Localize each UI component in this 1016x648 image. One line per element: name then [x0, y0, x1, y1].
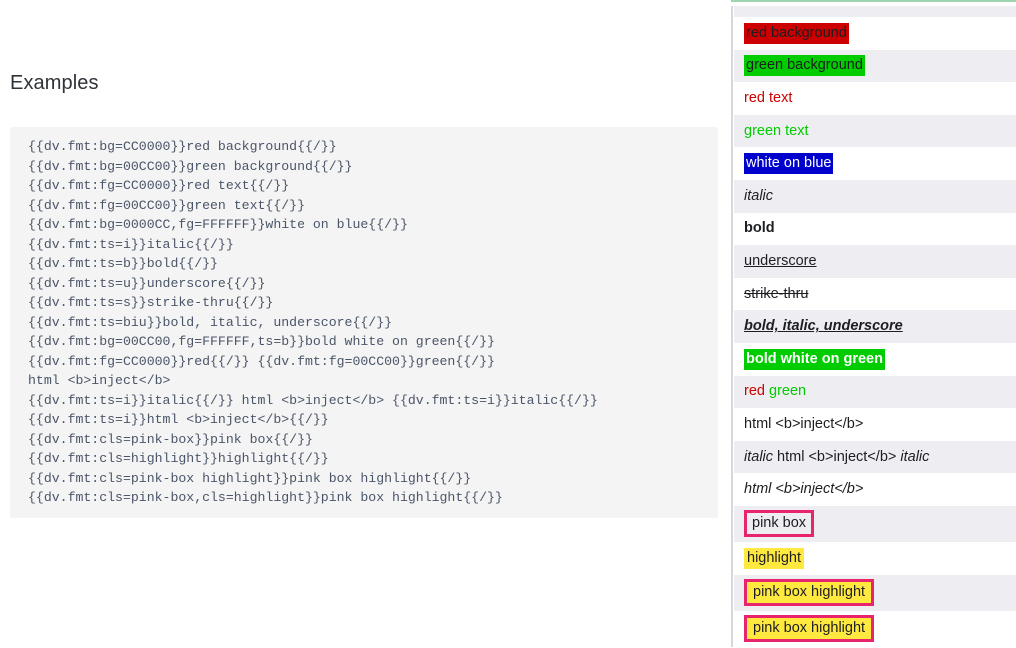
code-line: {{dv.fmt:ts=b}}bold{{/}} — [28, 256, 218, 271]
result-red-background: red background — [744, 22, 849, 44]
table-row: strike-thru — [734, 277, 1016, 311]
result-html-inject: html <b>inject</b> — [744, 416, 864, 432]
table-row: pink box highlight — [734, 574, 1016, 611]
result-white-on-blue: white on blue — [744, 153, 834, 175]
result-strike-thru: strike-thru — [744, 285, 809, 302]
table-row: html <b>inject</b> — [734, 473, 1016, 506]
table-row: red text — [734, 82, 1016, 115]
result-italic-html-inject: html <b>inject</b> — [744, 481, 864, 498]
code-line: {{dv.fmt:bg=CC0000}}red background{{/}} — [28, 139, 337, 154]
page-title: Examples — [10, 72, 99, 94]
code-line: {{dv.fmt:ts=s}}strike-thru{{/}} — [28, 295, 274, 310]
code-line: {{dv.fmt:cls=pink-box highlight}}pink bo… — [28, 470, 472, 486]
table-row: red green — [734, 375, 1016, 409]
code-line: {{dv.fmt:ts=i}}italic{{/}} — [28, 236, 234, 252]
panel-top-rule — [731, 0, 1016, 2]
result-green-background: green background — [744, 55, 865, 77]
code-line: {{dv.fmt:bg=0000CC,fg=FFFFFF}}white on b… — [28, 217, 408, 232]
table-row: italic — [734, 179, 1016, 213]
result-highlight: highlight — [744, 547, 805, 569]
examples-section: Examples {{dv.fmt:bg=CC0000}}red backgro… — [10, 72, 718, 518]
code-line: {{dv.fmt:ts=biu}}bold, italic, underscor… — [28, 314, 393, 330]
table-row: white on blue — [734, 147, 1016, 180]
table-row: bold — [734, 212, 1016, 246]
code-line: html <b>inject</b> — [28, 373, 171, 388]
code-line: {{dv.fmt:ts=i}}italic{{/}} html <b>injec… — [28, 392, 598, 408]
result-pink-box-highlight-comma: pink box highlight — [744, 615, 875, 642]
result-red-text: red text — [744, 90, 793, 107]
code-line: {{dv.fmt:cls=pink-box}}pink box{{/}} — [28, 431, 313, 447]
results-rows: red background green background red text… — [731, 6, 1016, 647]
result-italic-lead: italic — [744, 448, 774, 465]
table-row: green background — [734, 49, 1016, 83]
code-block: {{dv.fmt:bg=CC0000}}red background{{/}} … — [10, 127, 718, 518]
result-pink-box: pink box — [744, 510, 815, 538]
table-row-header — [734, 6, 1016, 17]
table-row: bold, italic, underscore — [734, 310, 1016, 343]
code-line: {{dv.fmt:ts=u}}underscore{{/}} — [28, 275, 266, 291]
result-pink-box-highlight: pink box highlight — [744, 579, 875, 606]
code-line: {{dv.fmt:cls=pink-box,cls=highlight}}pin… — [28, 490, 503, 505]
table-row: highlight — [734, 541, 1016, 575]
table-row: html <b>inject</b> — [734, 408, 1016, 441]
result-green: green — [769, 383, 807, 400]
results-panel: red background green background red text… — [731, 0, 1016, 648]
table-row: italic html <b>inject</b> italic — [734, 440, 1016, 474]
table-row: underscore — [734, 245, 1016, 278]
results-table: red background green background red text… — [731, 6, 1016, 647]
result-italic: italic — [744, 187, 774, 204]
table-row: pink box — [734, 505, 1016, 542]
table-row: bold white on green — [734, 342, 1016, 376]
code-line: {{dv.fmt:fg=00CC00}}green text{{/}} — [28, 197, 305, 213]
table-row: green text — [734, 114, 1016, 148]
result-bold-white-on-green: bold white on green — [744, 348, 885, 370]
code-line: {{dv.fmt:ts=i}}html <b>inject</b>{{/}} — [28, 412, 329, 427]
result-red: red — [744, 383, 765, 400]
table-row: pink box highlight — [734, 610, 1016, 647]
result-underscore: underscore — [744, 253, 817, 270]
code-line: {{dv.fmt:cls=highlight}}highlight{{/}} — [28, 451, 329, 466]
result-bold: bold — [744, 220, 775, 237]
result-html-inject: html <b>inject</b> — [777, 448, 897, 465]
result-green-text: green text — [744, 122, 809, 139]
result-italic-trail: italic — [900, 448, 930, 465]
code-line: {{dv.fmt:bg=00CC00}}green background{{/}… — [28, 158, 353, 174]
code-line: {{dv.fmt:bg=00CC00,fg=FFFFFF,ts=b}}bold … — [28, 334, 495, 349]
result-bold-italic-underscore: bold, italic, underscore — [744, 318, 903, 335]
code-line: {{dv.fmt:fg=CC0000}}red{{/}} {{dv.fmt:fg… — [28, 353, 495, 369]
table-row: red background — [734, 17, 1016, 50]
code-line: {{dv.fmt:fg=CC0000}}red text{{/}} — [28, 178, 290, 193]
